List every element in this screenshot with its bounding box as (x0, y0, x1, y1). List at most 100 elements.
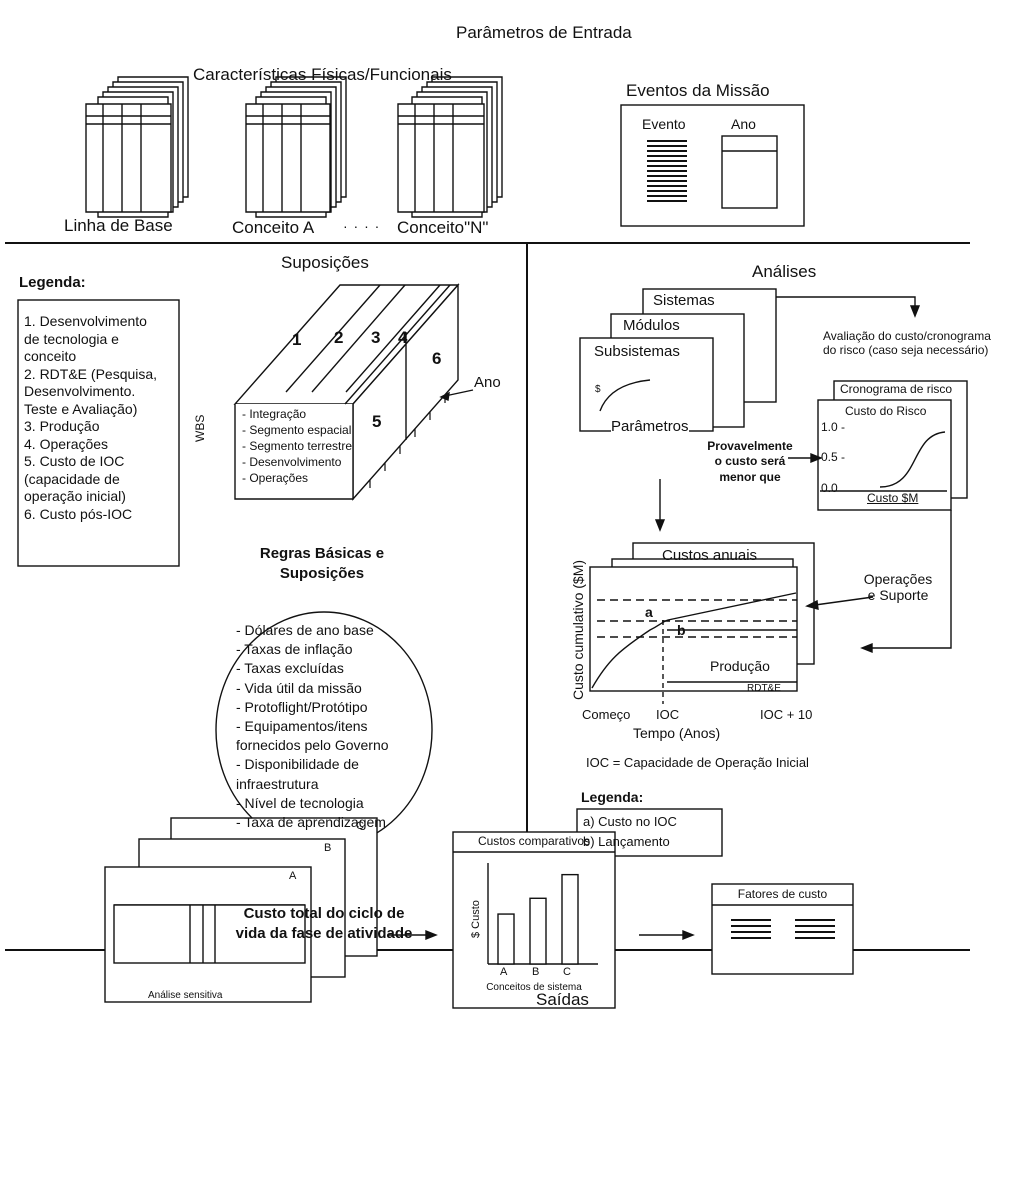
risk-x-label: Custo $M (867, 492, 918, 506)
assumptions-legend-list: 1. Desenvolvimento de tecnologia e conce… (24, 313, 157, 523)
concept-tick-a: A (500, 966, 507, 979)
ops-support-1: Operações (858, 571, 938, 587)
event-bars (647, 141, 687, 201)
rdte-label: RDT&E (747, 683, 781, 695)
cube-label-6: 6 (432, 349, 441, 369)
ioc-label: IOC (656, 708, 679, 723)
annual-costs-chart (590, 543, 814, 691)
legend-line: operação inicial) (24, 488, 157, 506)
analyses-title: Análises (752, 262, 816, 282)
legend-line: 5. Custo de IOC (24, 453, 157, 471)
concept-n-label: Conceito"N" (397, 218, 488, 238)
mission-events-title: Eventos da Missão (626, 81, 770, 101)
probably-line-2: o custo será (700, 455, 800, 469)
rule-item: infraestrutura (236, 775, 389, 794)
physical-title: Características Físicas/Funcionais (193, 65, 452, 85)
wbs-label: WBS (194, 415, 208, 442)
total-title-2: vida da fase de atividade (214, 925, 434, 942)
legend-line: (capacidade de (24, 471, 157, 489)
rules-title-1: Regras Básicas e (244, 545, 400, 562)
cost-factors-title: Fatores de custo (712, 888, 853, 902)
comparative-y-label: $ Custo (470, 900, 483, 938)
sensitivity-label: Análise sensitiva (148, 990, 222, 1002)
concept-a-sheets (246, 77, 346, 217)
analysis-legend-title: Legenda: (581, 789, 643, 805)
legend-line: 4. Operações (24, 436, 157, 454)
rules-list: - Dólares de ano base - Taxas de inflaçã… (236, 621, 389, 832)
concept-tick-c: C (563, 966, 571, 979)
cumulative-y-label: Custo cumulativo ($M) (570, 560, 586, 700)
rule-item: - Nível de tecnologia (236, 794, 389, 813)
legend-item-a: a) Custo no IOC (583, 815, 677, 830)
wbs-items: - Integração - Segmento espacial - Segme… (242, 406, 352, 486)
risk-cost-label: Custo do Risco (845, 405, 926, 419)
risk-tick-0: 0.0 (821, 482, 838, 496)
rule-item: - Protoflight/Protótipo (236, 698, 389, 717)
input-params-title: Parâmetros de Entrada (456, 23, 632, 43)
subsistemas-label: Subsistemas (594, 343, 680, 360)
rule-item: fornecidos pelo Governo (236, 736, 389, 755)
risk-tick-1: 1.0 - (821, 421, 845, 435)
total-title-1: Custo total do ciclo de (214, 905, 434, 922)
annual-costs-label: Custos anuais (662, 547, 757, 564)
rule-item: - Disponibilidade de (236, 755, 389, 774)
parametros-label: Parâmetros (611, 418, 689, 435)
concept-tick-b: B (532, 966, 539, 979)
year-column-label: Ano (731, 116, 756, 132)
legend-line: 3. Produção (24, 418, 157, 436)
rule-item: - Taxas excluídas (236, 659, 389, 678)
risk-schedule-label: Cronograma de risco (840, 383, 952, 397)
legend-line: Teste e Avaliação) (24, 401, 157, 419)
rule-item: - Taxa de aprendizagem (236, 813, 389, 832)
wbs-item: - Desenvolvimento (242, 454, 352, 470)
risk-tick-05: 0.5 - (821, 451, 845, 465)
ano-label: Ano (474, 374, 501, 391)
risk-eval-line-2: do risco (caso seja necessário) (823, 344, 988, 358)
rule-item: - Equipamentos/itens (236, 717, 389, 736)
marker-a: a (645, 604, 653, 620)
legend-line: de tecnologia e (24, 331, 157, 349)
cube-label-3: 3 (371, 328, 380, 348)
comparative-bar-b (530, 898, 546, 964)
wbs-item: - Integração (242, 406, 352, 422)
event-column-label: Evento (642, 116, 686, 132)
marker-b: b (677, 622, 686, 638)
legend-line: 1. Desenvolvimento (24, 313, 157, 331)
rules-title-2: Suposições (244, 565, 400, 582)
comparative-bar-a (498, 914, 514, 964)
sheet-label-b: B (324, 842, 331, 855)
legend-line: conceito (24, 348, 157, 366)
legend-line: Desenvolvimento. (24, 383, 157, 401)
baseline-label: Linha de Base (64, 216, 173, 236)
legend-line: 2. RDT&E (Pesquisa, (24, 366, 157, 384)
rule-item: - Vida útil da missão (236, 679, 389, 698)
rule-item: - Taxas de inflação (236, 640, 389, 659)
sheet-label-c: C (356, 820, 364, 833)
sistemas-label: Sistemas (653, 292, 715, 309)
assumptions-title: Suposições (281, 253, 369, 273)
ioc-definition: IOC = Capacidade de Operação Inicial (586, 756, 809, 771)
concept-a-label: Conceito A (232, 218, 314, 238)
producao-label: Produção (710, 658, 770, 674)
comeco-label: Começo (582, 708, 630, 723)
comparative-title: Custos comparativos (453, 835, 615, 849)
ioc10-label: IOC + 10 (760, 708, 812, 723)
assumptions-legend-title: Legenda: (19, 274, 86, 291)
rule-item: - Dólares de ano base (236, 621, 389, 640)
probably-line-3: menor que (700, 471, 800, 485)
ops-support-2: e Suporte (858, 587, 938, 603)
arrow-to-risk (776, 297, 915, 312)
concept-n-sheets (398, 77, 502, 217)
legend-line: 6. Custo pós-IOC (24, 506, 157, 524)
sheet-label-a: A (289, 870, 296, 883)
risk-eval-line-1: Avaliação do custo/cronograma (823, 330, 991, 344)
probably-line-1: Provavelmente (700, 440, 800, 454)
dollar-label: $ (595, 384, 601, 396)
time-x-label: Tempo (Anos) (633, 725, 720, 741)
wbs-item: - Segmento terrestre (242, 438, 352, 454)
comparative-bar-c (562, 875, 578, 964)
cube-label-1: 1 (292, 330, 301, 350)
baseline-sheets (86, 77, 188, 217)
wbs-item: - Segmento espacial (242, 422, 352, 438)
comparative-x-label: Conceitos de sistema (453, 982, 615, 994)
